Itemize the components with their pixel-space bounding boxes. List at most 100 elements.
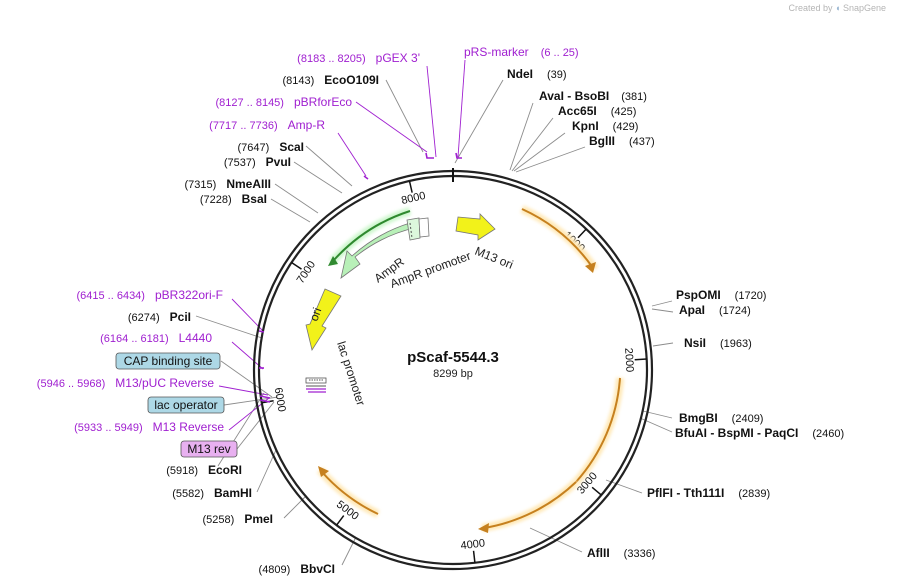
orange-features [316, 205, 624, 533]
enzyme-pos: (425) [611, 106, 637, 118]
lac-operator-glyph [305, 377, 327, 393]
svg-text:(7228)BsaI: (7228) BsaI [200, 192, 267, 206]
primer-name: M13 Reverse [153, 420, 225, 434]
enzyme-name: EcoRI [208, 463, 242, 477]
enzyme-name: AvaI - BsoBI [539, 89, 609, 103]
enzyme-name: ScaI [279, 140, 304, 154]
credit-prefix: Created by [788, 3, 833, 13]
enzyme-name: BglII [589, 134, 615, 148]
cap-binding-site-label: CAP binding site [124, 354, 213, 368]
tick-label: 6000 [272, 387, 288, 413]
primer-pos: (8127 .. 8145) [215, 97, 284, 109]
svg-text:PflFI - Tth111I(2839): PflFI - Tth111I (2839) [647, 486, 770, 500]
svg-text:(5918)EcoRI: (5918) EcoRI [166, 463, 242, 477]
primer-name: pGEX 3' [376, 51, 420, 65]
enzyme-pos: (5918) [166, 465, 198, 477]
primer-pos: (8183 .. 8205) [297, 53, 366, 65]
enzyme-pos: (437) [629, 136, 655, 148]
lac-promoter-label: lac promoter [334, 340, 368, 408]
svg-text:KpnI(429): KpnI(429) [572, 119, 638, 133]
primer-name: pBRforEco [294, 95, 352, 109]
svg-text:(8143)EcoO109I: (8143)EcoO109I [283, 73, 380, 87]
primer-name: L4440 [179, 331, 213, 345]
plasmid-size: 8299 bp [433, 368, 473, 380]
enzyme-name: AflII [587, 546, 610, 560]
svg-text:PspOMI(1720): PspOMI(1720) [676, 288, 766, 302]
primer-pos: (6 .. 25) [541, 47, 579, 59]
tick-label: 7000 [295, 259, 319, 286]
primer-name: M13/pUC Reverse [115, 376, 214, 390]
primer-pos: (6164 .. 6181) [100, 333, 169, 345]
enzyme-name: NdeI [507, 67, 533, 81]
enzyme-pos: (7228) [200, 194, 232, 206]
svg-text:NdeI(39): NdeI (39) [507, 67, 567, 81]
tick-mark [577, 228, 587, 239]
enzyme-pos: (3336) [624, 548, 656, 560]
m13-ori-feature [455, 213, 496, 241]
enzyme-pos: (1963) [720, 338, 752, 350]
ampr-feature [340, 217, 430, 279]
svg-text:(6415 .. 6434)pBR322ori-F: (6415 .. 6434) pBR322ori-F [76, 288, 223, 302]
svg-text:(8127 .. 8145)pBRforEco: (8127 .. 8145) pBRforEco [215, 95, 352, 109]
enzyme-name: NsiI [684, 336, 706, 350]
enzyme-pos: (429) [613, 121, 639, 133]
m13-ori-label: M13 ori [473, 244, 515, 272]
enzyme-pos: (5582) [172, 488, 204, 500]
svg-text:(5582)BamHI: (5582)BamHI [172, 486, 252, 500]
svg-text:(7315)NmeAIII: (7315)NmeAIII [185, 177, 271, 191]
enzyme-pos: (2460) [812, 428, 844, 440]
enzyme-pos: (1724) [719, 305, 751, 317]
primer-markers [258, 152, 462, 403]
ori-label: ori [307, 306, 325, 323]
enzyme-pos: (7647) [238, 142, 270, 154]
enzyme-name: PvuI [266, 155, 291, 169]
tick-label: 4000 [460, 537, 486, 552]
right-enzyme-labels: NdeI (39) AvaI - BsoBI (381) Acc65I(425) K… [507, 67, 844, 560]
svg-text:(5258)PmeI: (5258) PmeI [203, 512, 273, 526]
left-enzyme-labels: (8143)EcoO109I (7647)ScaI (7537)PvuI (73… [128, 73, 379, 576]
svg-text:BmgBI(2409): BmgBI(2409) [679, 411, 763, 425]
svg-text:NsiI(1963): NsiI (1963) [684, 336, 752, 350]
svg-text:ApaI(1724): ApaI (1724) [679, 303, 751, 317]
tick-mark [634, 358, 647, 361]
enzyme-pos: (2839) [738, 488, 770, 500]
tick-mark [591, 486, 602, 496]
svg-text:(7647)ScaI: (7647) ScaI [238, 140, 304, 154]
enzyme-pos: (39) [547, 69, 567, 81]
svg-text:(5946 .. 5968)M13/pUC Reverse: (5946 .. 5968) M13/pUC Reverse [37, 376, 215, 390]
tick-label: 8000 [400, 190, 427, 207]
svg-text:BfuAI - BspMI - PaqCI(2460): BfuAI - BspMI - PaqCI (2460) [675, 426, 844, 440]
enzyme-name: PmeI [244, 512, 273, 526]
lac-operator-label: lac operator [154, 398, 217, 412]
primer-pos: (5933 .. 5949) [74, 422, 143, 434]
svg-text:(5933 .. 5949)M13 Reverse: (5933 .. 5949) M13 Reverse [74, 420, 224, 434]
enzyme-pos: (4809) [259, 564, 291, 576]
enzyme-pos: (7315) [185, 179, 217, 191]
enzyme-pos: (381) [621, 91, 647, 103]
plasmid-name: pScaf-5544.3 [407, 349, 499, 366]
boxed-feature-labels: CAP binding site lac operator M13 rev [115, 352, 238, 458]
enzyme-name: PflFI - Tth111I [647, 486, 724, 500]
enzyme-name: BbvCI [300, 562, 335, 576]
svg-text:(8183 .. 8205)pGEX 3': (8183 .. 8205) pGEX 3' [297, 51, 420, 65]
svg-text:(6164 .. 6181)L4440: (6164 .. 6181) L4440 [100, 331, 212, 345]
svg-text:Acc65I(425): Acc65I(425) [558, 104, 636, 118]
enzyme-name: BsaI [242, 192, 267, 206]
enzyme-pos: (8143) [283, 75, 315, 87]
tick-mark [335, 515, 345, 526]
snapgene-logo-icon: ◖ [835, 3, 841, 13]
primer-name: pBR322ori-F [155, 288, 223, 302]
primer-name: Amp-R [288, 118, 326, 132]
enzyme-pos: (6274) [128, 312, 160, 324]
enzyme-name: ApaI [679, 303, 705, 317]
svg-text:AvaI - BsoBI(381): AvaI - BsoBI (381) [539, 89, 647, 103]
enzyme-name: BfuAI - BspMI - PaqCI [675, 426, 798, 440]
tick-mark [408, 180, 413, 193]
enzyme-pos: (5258) [203, 514, 235, 526]
primer-pos: (5946 .. 5968) [37, 378, 106, 390]
primer-pos: (7717 .. 7736) [209, 120, 278, 132]
svg-text:(4809)BbvCI: (4809) BbvCI [259, 562, 335, 576]
primer-pos: (6415 .. 6434) [76, 290, 145, 302]
primer-name: pRS-marker [464, 45, 529, 59]
